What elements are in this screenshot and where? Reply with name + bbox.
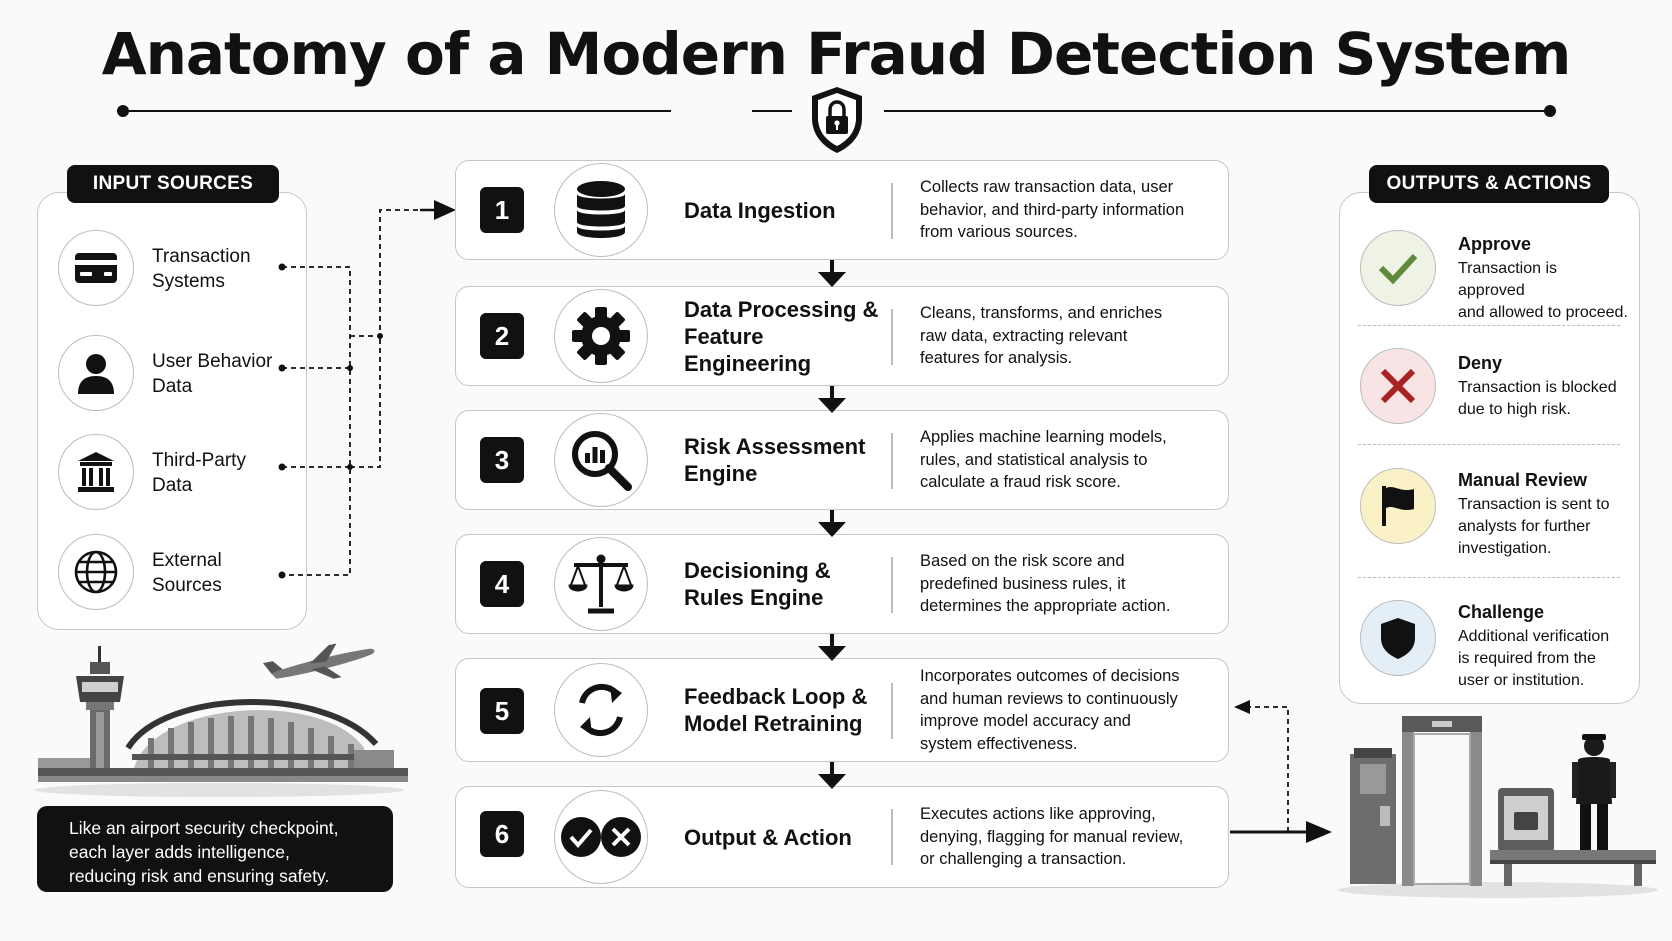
title-rule-left xyxy=(123,110,671,112)
scales-icon xyxy=(554,537,648,631)
flow-arrow-2-3 xyxy=(818,386,846,413)
step-number: 6 xyxy=(480,811,524,857)
credit-card-icon xyxy=(58,230,134,306)
shield-icon xyxy=(1360,600,1436,676)
step-separator xyxy=(891,183,893,239)
flow-arrow-1-2 xyxy=(818,260,846,287)
input-connectors xyxy=(278,200,456,579)
step-number: 5 xyxy=(480,688,524,734)
input-sources-label: INPUT SOURCES xyxy=(67,165,279,203)
user-icon xyxy=(58,335,134,411)
output-title: Challenge xyxy=(1458,602,1545,622)
step-data-processing: 2 Data Processing &Feature Engineering C… xyxy=(455,286,1229,386)
output-divider xyxy=(1358,577,1620,578)
page-title: Anatomy of a Modern Fraud Detection Syst… xyxy=(101,20,1572,88)
x-icon xyxy=(1360,348,1436,424)
output-divider xyxy=(1358,325,1620,326)
output-title: Deny xyxy=(1458,353,1503,373)
step-title: Data Processing &Feature Engineering xyxy=(684,296,879,376)
magnifier-chart-icon xyxy=(554,413,648,507)
title-rule-left-short xyxy=(752,110,792,112)
step-description: Applies machine learning models,rules, a… xyxy=(920,428,1167,492)
security-checkpoint-illustration xyxy=(1338,716,1658,898)
title-rule-right-dot xyxy=(1544,105,1556,117)
title-rule-right xyxy=(920,110,1550,112)
step-separator xyxy=(891,683,893,739)
airport-analogy-caption: Like an airport security checkpoint,each… xyxy=(37,806,393,892)
outputs-actions-label: OUTPUTS & ACTIONS xyxy=(1369,165,1609,203)
flag-icon xyxy=(1360,468,1436,544)
lock-shield-icon xyxy=(812,87,862,153)
step-number: 2 xyxy=(480,313,524,359)
airport-terminal-illustration xyxy=(34,643,408,797)
gear-icon xyxy=(554,289,648,383)
step-description: Executes actions like approving,denying,… xyxy=(920,805,1184,869)
step-number: 4 xyxy=(480,561,524,607)
check-x-icon xyxy=(554,790,648,884)
step-separator xyxy=(891,557,893,613)
step-decisioning: 4 Decisioning &Rules Engine Based on the… xyxy=(455,534,1229,634)
step-separator xyxy=(891,309,893,365)
output-connectors xyxy=(1230,700,1332,843)
step-number: 3 xyxy=(480,437,524,483)
output-title: Manual Review xyxy=(1458,470,1588,490)
database-icon xyxy=(554,163,648,257)
step-feedback-loop: 5 Feedback Loop &Model Retraining Incorp… xyxy=(455,658,1229,762)
flow-arrow-4-5 xyxy=(818,634,846,661)
step-title: Feedback Loop &Model Retraining xyxy=(684,684,868,736)
globe-icon xyxy=(58,534,134,610)
flow-arrow-5-6 xyxy=(818,762,846,789)
step-title: Decisioning &Rules Engine xyxy=(684,558,831,610)
step-number: 1 xyxy=(480,187,524,233)
step-title: Data Ingestion xyxy=(684,197,836,223)
step-output-action: 6 Output & Action Executes actions like … xyxy=(455,786,1229,888)
check-icon xyxy=(1360,230,1436,306)
step-separator xyxy=(891,433,893,489)
title-rule-right-short xyxy=(884,110,920,112)
building-icon xyxy=(58,434,134,510)
flow-arrow-3-4 xyxy=(818,510,846,537)
refresh-cycle-icon xyxy=(554,663,648,757)
step-separator xyxy=(891,809,893,865)
step-title: Output & Action xyxy=(684,824,852,850)
output-divider xyxy=(1358,444,1620,445)
step-data-ingestion: 1 Data Ingestion Collects raw transactio… xyxy=(455,160,1229,260)
output-title: Approve xyxy=(1458,234,1532,254)
